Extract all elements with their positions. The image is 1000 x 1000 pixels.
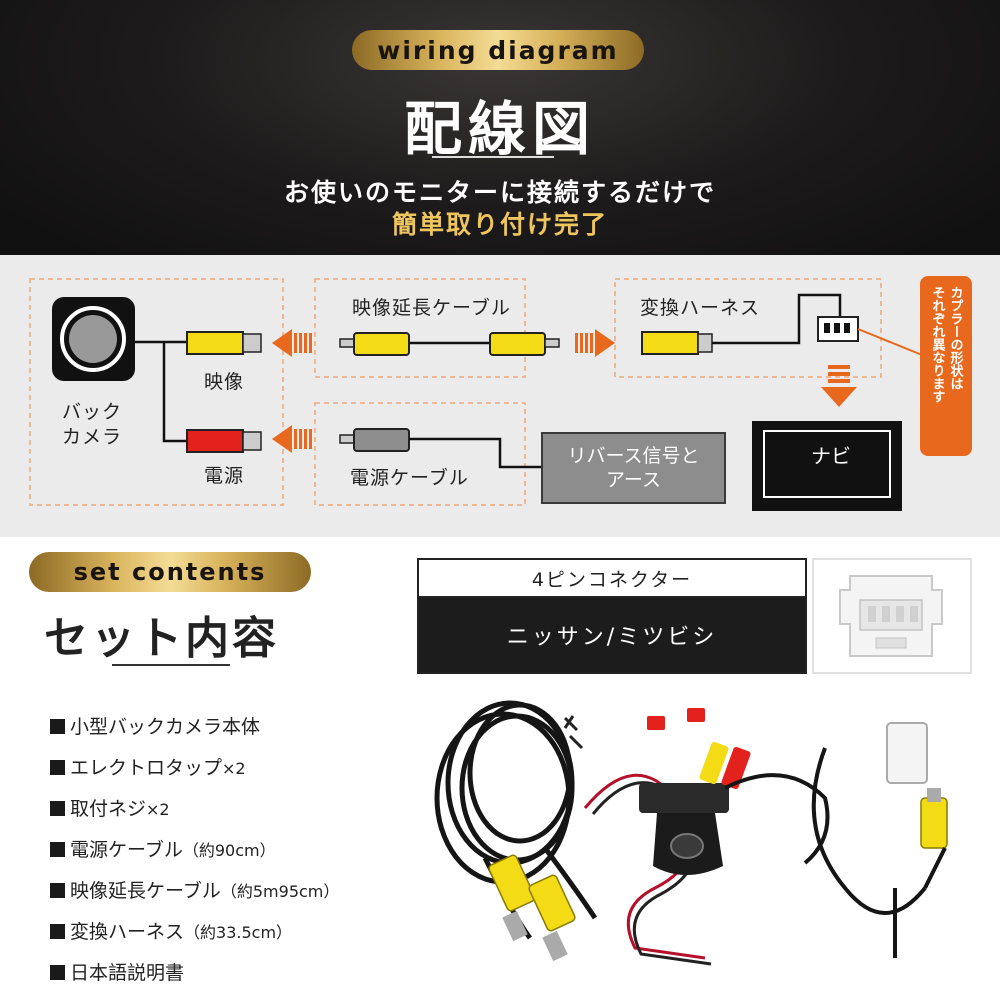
label-harness: 変換ハーネス [640, 297, 761, 319]
power-cable-graphic [339, 428, 541, 469]
label-power-cable: 電源ケーブル [350, 467, 469, 489]
header-banner: wiring diagram 配線図 お使いのモニターに接続するだけで 簡単取り… [0, 0, 1000, 255]
connector-maker: ニッサン/ミツビシ [419, 598, 805, 672]
set-item: エレクトロタップ×2 [50, 753, 246, 780]
callout-col-1: カプラーの形状は [947, 286, 963, 390]
bullet-square-icon [50, 760, 65, 775]
arrow-video-left [272, 329, 312, 357]
connector-table: 4ピンコネクター ニッサン/ミツビシ [417, 558, 807, 674]
wiring-diagram-badge: wiring diagram [352, 30, 644, 70]
label-video: 映像 [204, 371, 245, 393]
set-contents-title: セット内容 [44, 613, 279, 664]
wiring-diagram-graphics [29, 278, 923, 511]
camera-wire [135, 340, 188, 443]
back-camera-icon [52, 297, 135, 381]
harness-group-box [614, 278, 882, 378]
navi-monitor-icon [752, 421, 902, 511]
connector-type: 4ピンコネクター [419, 560, 805, 598]
arrow-video-right [575, 329, 615, 357]
label-back-camera-2: カメラ [62, 426, 123, 448]
callout-col-2: それぞれ異なります [929, 286, 945, 403]
rca-plugs-yellow [488, 854, 576, 962]
set-title-divider [112, 664, 230, 666]
title-divider [432, 156, 554, 158]
label-navi: ナビ [811, 444, 851, 468]
set-item: 取付ネジ×2 [50, 794, 170, 821]
label-video-ext-cable: 映像延長ケーブル [352, 297, 511, 319]
reverse-line-2: アース [606, 469, 661, 491]
video-cable-group-box [314, 278, 526, 378]
bullet-square-icon [50, 924, 65, 939]
set-item: 変換ハーネス（約33.5cm） [50, 917, 292, 944]
set-item: 小型バックカメラ本体 [50, 712, 260, 739]
arrow-harness-down [821, 365, 857, 407]
reverse-signal-box: リバース信号と アース [541, 432, 726, 504]
reverse-line-1: リバース信号と [567, 445, 700, 467]
camera-body [639, 783, 729, 875]
label-back-camera-1: バック [62, 401, 123, 423]
screws-and-taps [563, 708, 705, 750]
connector-4pin-icon [839, 575, 943, 657]
bullet-square-icon [50, 801, 65, 816]
set-contents-badge: set contents [29, 552, 311, 592]
product-photo [425, 688, 990, 993]
subtitle-line-2: 簡単取り付け完了 [391, 210, 608, 239]
bullet-square-icon [50, 842, 65, 857]
video-extension-cable [339, 332, 560, 356]
bullet-square-icon [50, 883, 65, 898]
set-item: 日本語説明書 [50, 958, 184, 985]
set-item: 映像延長ケーブル（約5m95cm） [50, 876, 339, 903]
camera-group-box [29, 278, 284, 506]
power-cable-group-box [314, 402, 526, 506]
power-connector-camera [186, 429, 262, 453]
conversion-harness-cable [811, 722, 948, 958]
video-connector-camera [186, 331, 262, 355]
conversion-harness [641, 293, 923, 356]
bullet-square-icon [50, 719, 65, 734]
bullet-square-icon [50, 965, 65, 980]
subtitle-line-1: お使いのモニターに接続するだけで [283, 178, 716, 207]
wiring-diagram: 映像延長ケーブル 変換ハーネス 映像 バック カメラ 電源 電源ケーブル ナビ [0, 255, 1000, 537]
page-title: 配線図 [403, 95, 596, 163]
connector-photo [812, 558, 972, 674]
arrow-power-left [272, 425, 312, 453]
label-power: 電源 [204, 465, 245, 487]
coupler-shape-callout: カプラーの形状は それぞれ異なります [920, 276, 972, 456]
set-item: 電源ケーブル（約90cm） [50, 835, 276, 862]
